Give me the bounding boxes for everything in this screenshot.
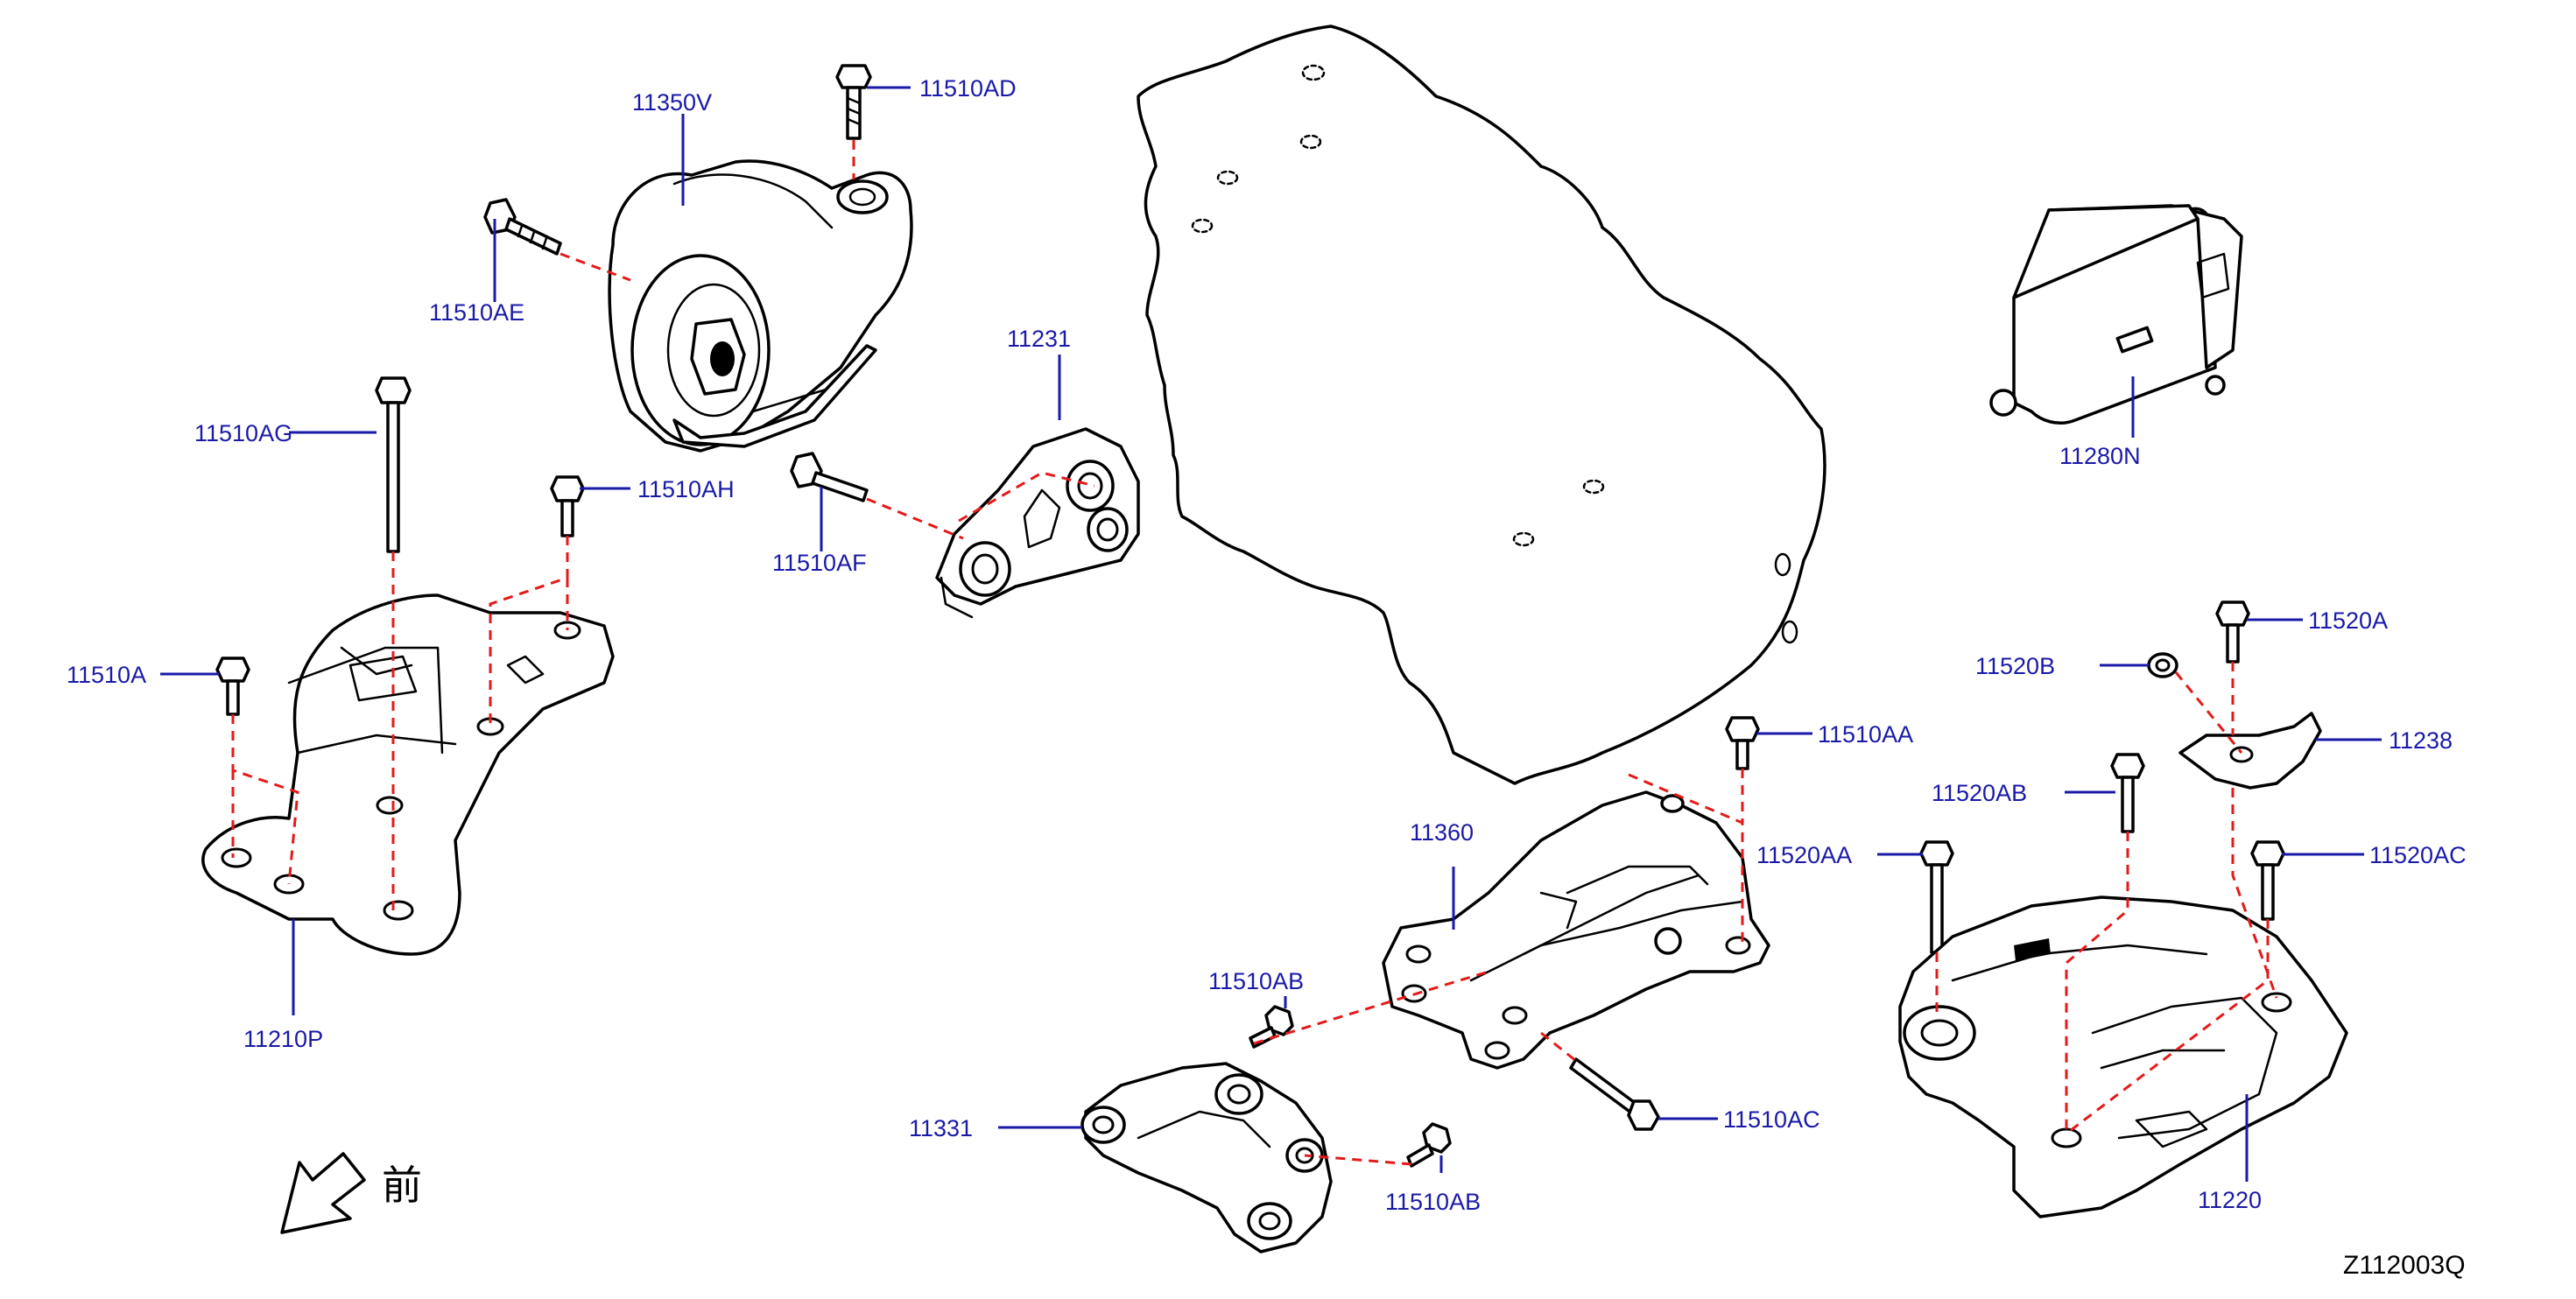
bolt-11510ag xyxy=(375,376,412,553)
bolt-11510ab-upper xyxy=(1249,1005,1294,1049)
callout-11510ah: 11510AH xyxy=(637,476,735,502)
front-label: 前 xyxy=(382,1162,422,1209)
bolt-11510ac xyxy=(1569,1057,1660,1131)
callout-11350v: 11350V xyxy=(632,89,712,116)
leader-lines xyxy=(160,86,2382,1182)
front-indicator: 前 xyxy=(280,1152,422,1234)
bolt-11510aa xyxy=(1725,716,1760,770)
callout-11360: 11360 xyxy=(1410,819,1474,846)
callout-11210p: 11210P xyxy=(243,1026,323,1052)
callout-11510af: 11510AF xyxy=(772,550,867,576)
callout-labels: 11350V 11510AD 11510AE 11231 11510AF 115… xyxy=(67,75,2467,1215)
callout-11510ac: 11510AC xyxy=(1723,1106,1820,1133)
callout-11231: 11231 xyxy=(1007,326,1071,352)
bolt-11510ab-lower xyxy=(1406,1122,1452,1168)
diagram-code: Z112003Q xyxy=(2343,1251,2466,1280)
callout-11520a: 11520A xyxy=(2308,607,2388,634)
bolt-11510ah xyxy=(550,475,585,537)
bolt-11510ad xyxy=(835,64,872,140)
callout-11510ae: 11510AE xyxy=(429,299,524,326)
callout-11220: 11220 xyxy=(2198,1187,2262,1213)
mount-11220 xyxy=(1898,895,2348,1218)
module-11280n xyxy=(1989,204,2243,425)
bolt-11510a xyxy=(215,657,250,716)
bolt-11520ab xyxy=(2110,753,2145,833)
alignment-lines xyxy=(231,140,2278,1166)
bolt-11510af xyxy=(790,452,869,502)
front-direction-arrow-icon xyxy=(280,1152,366,1234)
mount-11210p xyxy=(201,593,615,956)
callout-11510ad: 11510AD xyxy=(919,75,1017,102)
callout-11510ab-lower: 11510AB xyxy=(1385,1189,1481,1215)
callout-11280n: 11280N xyxy=(2059,443,2141,469)
link-11331 xyxy=(1080,1062,1333,1253)
bracket-11231 xyxy=(935,427,1140,619)
callout-11238: 11238 xyxy=(2389,727,2453,754)
callout-11520aa: 11520AA xyxy=(1756,842,1852,868)
bolt-11520aa xyxy=(1919,840,1954,954)
bolt-11510ae xyxy=(483,198,562,256)
bracket-11238 xyxy=(2178,712,2322,790)
bolt-11520a xyxy=(2215,600,2250,664)
callout-11520ab: 11520AB xyxy=(1932,780,2027,806)
callout-11510ag: 11510AG xyxy=(194,420,292,446)
callout-11520ac: 11520AC xyxy=(2369,842,2467,868)
callout-11510aa: 11510AA xyxy=(1818,721,1913,748)
nut-11520b xyxy=(2147,652,2178,678)
mount-11350v xyxy=(608,159,913,453)
callout-11510a: 11510A xyxy=(67,662,146,688)
callout-11331: 11331 xyxy=(909,1115,973,1141)
callout-11520b: 11520B xyxy=(1975,653,2055,679)
callout-11510ab-upper: 11510AB xyxy=(1208,968,1304,994)
bolt-11520ac xyxy=(2250,840,2285,921)
engine-outline xyxy=(1137,25,1826,785)
